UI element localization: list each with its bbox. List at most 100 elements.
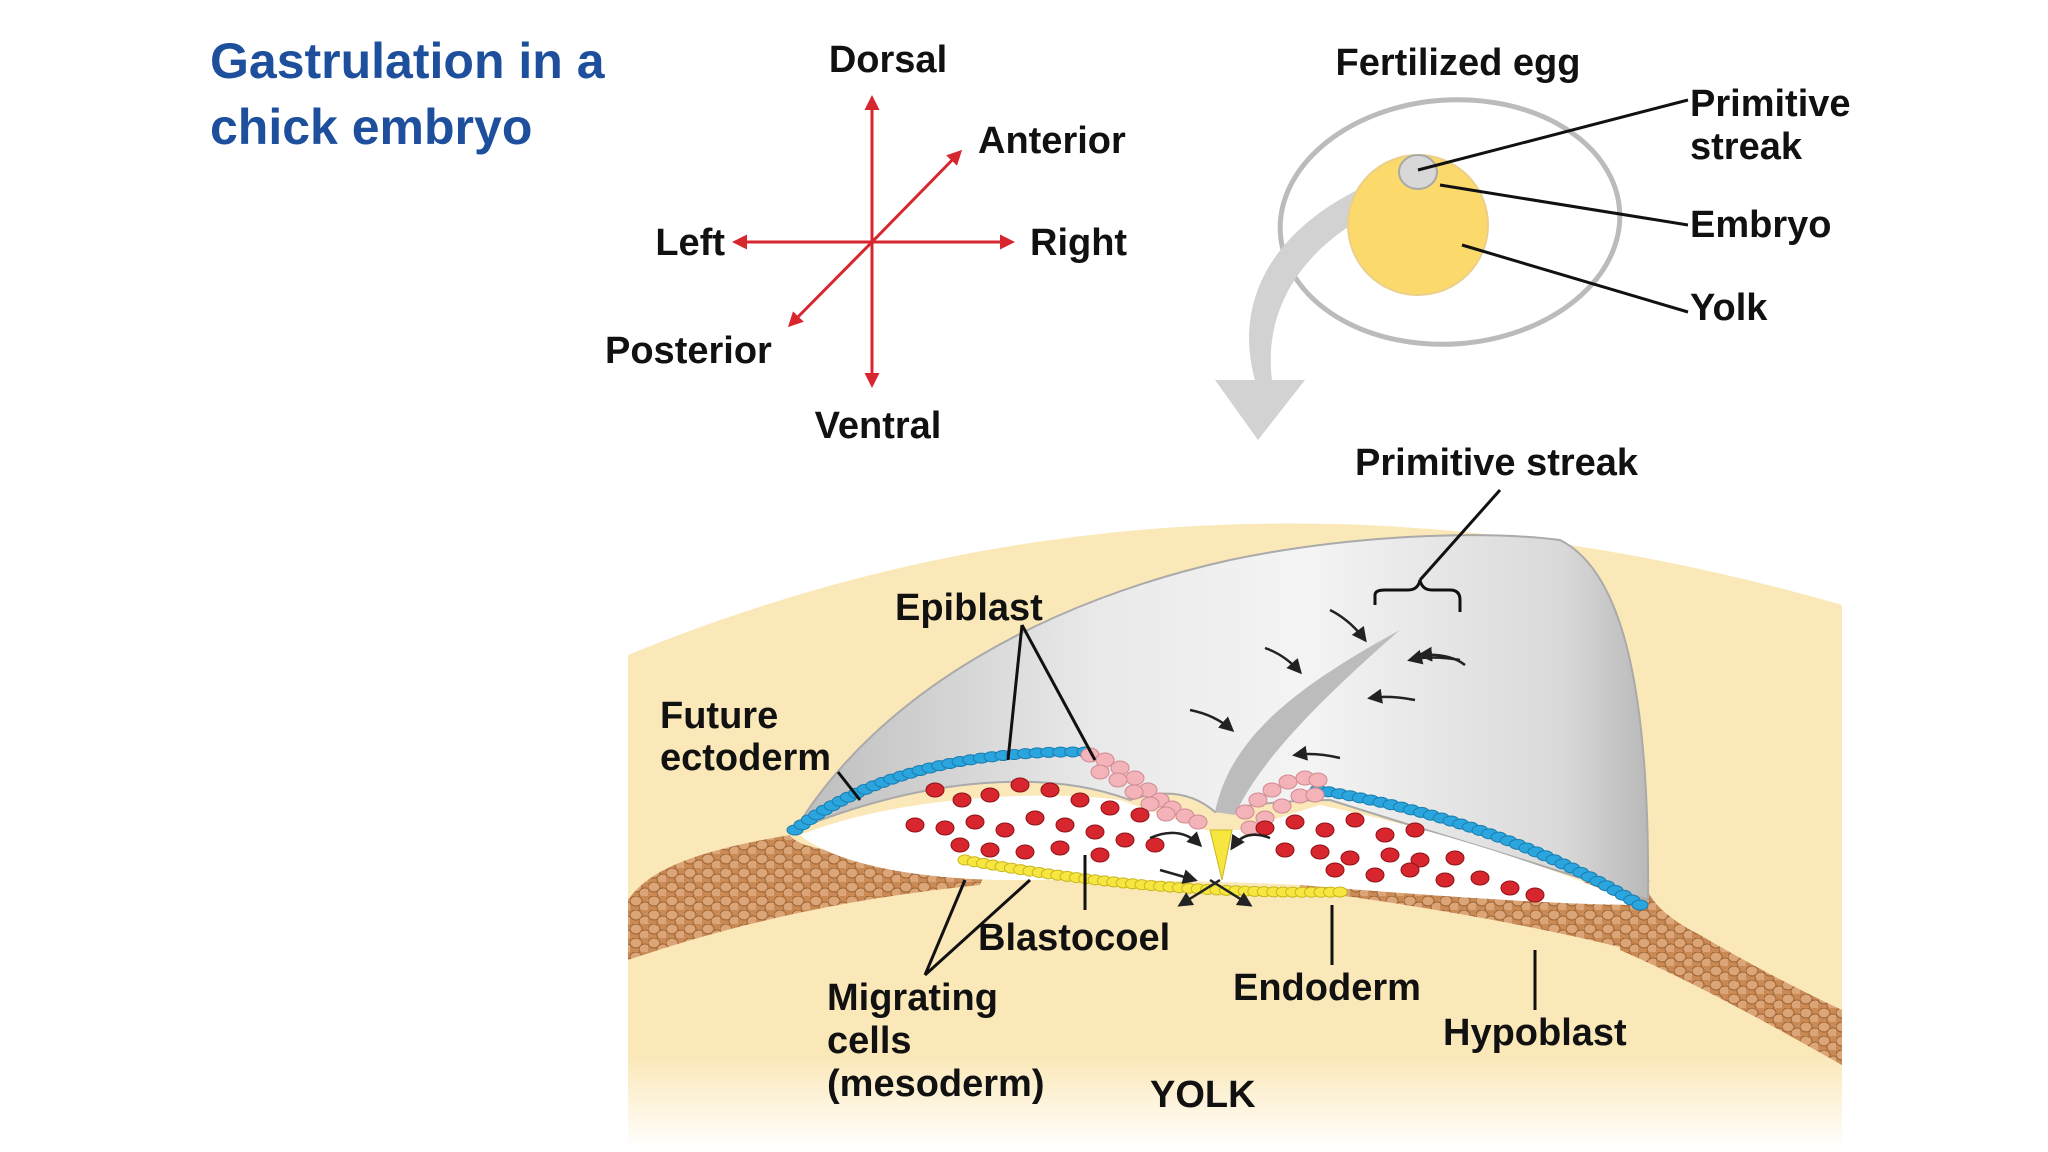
endoderm-cell <box>1332 886 1348 898</box>
mesoderm-cell <box>1375 827 1395 843</box>
epiblast-cell <box>1090 764 1110 780</box>
epiblast-cell <box>1248 792 1268 808</box>
mesoderm-cell <box>1470 870 1490 886</box>
mesoderm-cell <box>1090 847 1110 863</box>
mesoderm-cell <box>1405 822 1425 838</box>
mesoderm-cell <box>1325 862 1345 878</box>
egg-primitive-streak-label-1: Primitive <box>1690 83 1851 125</box>
title-line-2: chick embryo <box>210 99 533 155</box>
ventral-label: Ventral <box>815 405 942 447</box>
mesoderm-cell <box>1285 814 1305 830</box>
epiblast-cell <box>1278 774 1298 790</box>
page-title: Gastrulation in a chick embryo <box>210 28 605 160</box>
anterior-arrow <box>870 149 963 244</box>
left-label: Left <box>655 222 725 264</box>
epiblast-cell <box>1140 796 1160 812</box>
mesoderm-cell <box>1435 872 1455 888</box>
egg-yolk-leader <box>1461 243 1689 314</box>
endoderm-label: Endoderm <box>1233 967 1421 1009</box>
mesoderm-cell <box>1445 850 1465 866</box>
mesoderm-cell <box>1525 887 1545 903</box>
mesoderm-cell <box>1025 810 1045 826</box>
posterior-arrow <box>787 240 874 328</box>
mesoderm-cell <box>1275 842 1295 858</box>
egg-yolk-label: Yolk <box>1690 287 1768 329</box>
yolk-section-label: YOLK <box>1150 1074 1256 1116</box>
mesoderm-cell <box>925 782 945 798</box>
mesoderm-cell <box>952 792 972 808</box>
epiblast-cell <box>1124 784 1144 800</box>
mesoderm-cell <box>1310 844 1330 860</box>
mesoderm-cell <box>1050 840 1070 856</box>
mesoderm-cell <box>1400 862 1420 878</box>
mesoderm-cells <box>905 777 1545 903</box>
epiblast-cell <box>1108 772 1128 788</box>
orientation-axes: Dorsal Ventral Left Right Anterior Poste… <box>605 39 1127 447</box>
future-ectoderm-layer <box>786 746 1649 911</box>
future-ectoderm-label-2: ectoderm <box>660 737 831 779</box>
section-leaders <box>836 489 1537 1010</box>
mesoderm-cell <box>1255 820 1275 836</box>
migrating-cells-label-1: Migrating <box>827 977 998 1019</box>
mesoderm-cell <box>1070 792 1090 808</box>
cross-section: Primitive streak Epiblast Future ectoder… <box>628 442 1842 1150</box>
blastocoel-label: Blastocoel <box>978 917 1170 959</box>
mesoderm-cell <box>1100 800 1120 816</box>
mesoderm-cell <box>1130 807 1150 823</box>
title-line-1: Gastrulation in a <box>210 33 605 89</box>
mesoderm-cell <box>1115 832 1135 848</box>
epiblast-label: Epiblast <box>895 587 1043 629</box>
fertilized-egg: Fertilized egg Primitive streak Embryo Y… <box>1215 42 1851 440</box>
mesoderm-cell <box>1500 880 1520 896</box>
egg-streak-leader <box>1417 98 1689 172</box>
mesoderm-cell <box>950 837 970 853</box>
egg-embryo-leader <box>1439 183 1689 227</box>
migrating-cells-label-3: (mesoderm) <box>827 1063 1045 1105</box>
mesoderm-cell <box>980 787 1000 803</box>
mesoderm-cell <box>980 842 1000 858</box>
mesoderm-cell <box>1340 850 1360 866</box>
mesoderm-cell <box>965 814 985 830</box>
hypoblast-right-tail <box>1620 905 1842 1065</box>
mesoderm-cell <box>1085 824 1105 840</box>
epiblast-cell <box>1156 806 1176 822</box>
egg-embryo-label: Embryo <box>1690 204 1831 246</box>
dorsal-label: Dorsal <box>829 39 947 81</box>
epiblast-streak-cells <box>1080 747 1328 836</box>
cell-movement-arrows <box>1149 608 1466 907</box>
egg-primitive-streak-label-2: streak <box>1690 126 1803 168</box>
egg-to-section-arrow <box>1215 172 1410 440</box>
right-label: Right <box>1030 222 1127 264</box>
anterior-label: Anterior <box>978 120 1126 162</box>
ectoderm-cell <box>1631 899 1649 911</box>
mesoderm-cell <box>1145 837 1165 853</box>
mesoderm-cell <box>1015 844 1035 860</box>
epiblast-cell <box>1308 772 1328 788</box>
mesoderm-cell <box>905 817 925 833</box>
epiblast-cell <box>1188 814 1208 830</box>
egg-title: Fertilized egg <box>1336 42 1581 84</box>
mesoderm-cell <box>1365 867 1385 883</box>
endoderm-ingression <box>1209 829 1233 881</box>
migrating-cells-label-2: cells <box>827 1020 912 1062</box>
future-ectoderm-label-1: Future <box>660 695 778 737</box>
mesoderm-cell <box>1380 847 1400 863</box>
mesoderm-cell <box>1010 777 1030 793</box>
mesoderm-cell <box>935 820 955 836</box>
posterior-label: Posterior <box>605 330 772 372</box>
mesoderm-cell <box>1055 817 1075 833</box>
epiblast-cell <box>1125 770 1145 786</box>
egg-embryo-disc <box>1398 154 1438 190</box>
streak-groove <box>1215 630 1400 815</box>
epiblast-cell <box>1305 787 1325 803</box>
epiblast-cell <box>1272 798 1292 814</box>
epiblast-cell <box>1262 782 1282 798</box>
mesoderm-cell <box>1040 782 1060 798</box>
mesoderm-cell <box>995 822 1015 838</box>
mesoderm-cell <box>1345 812 1365 828</box>
mesoderm-cell <box>1315 822 1335 838</box>
section-primitive-streak-label: Primitive streak <box>1355 442 1639 484</box>
epiblast-cell <box>1235 804 1255 820</box>
hypoblast-label: Hypoblast <box>1443 1012 1627 1054</box>
